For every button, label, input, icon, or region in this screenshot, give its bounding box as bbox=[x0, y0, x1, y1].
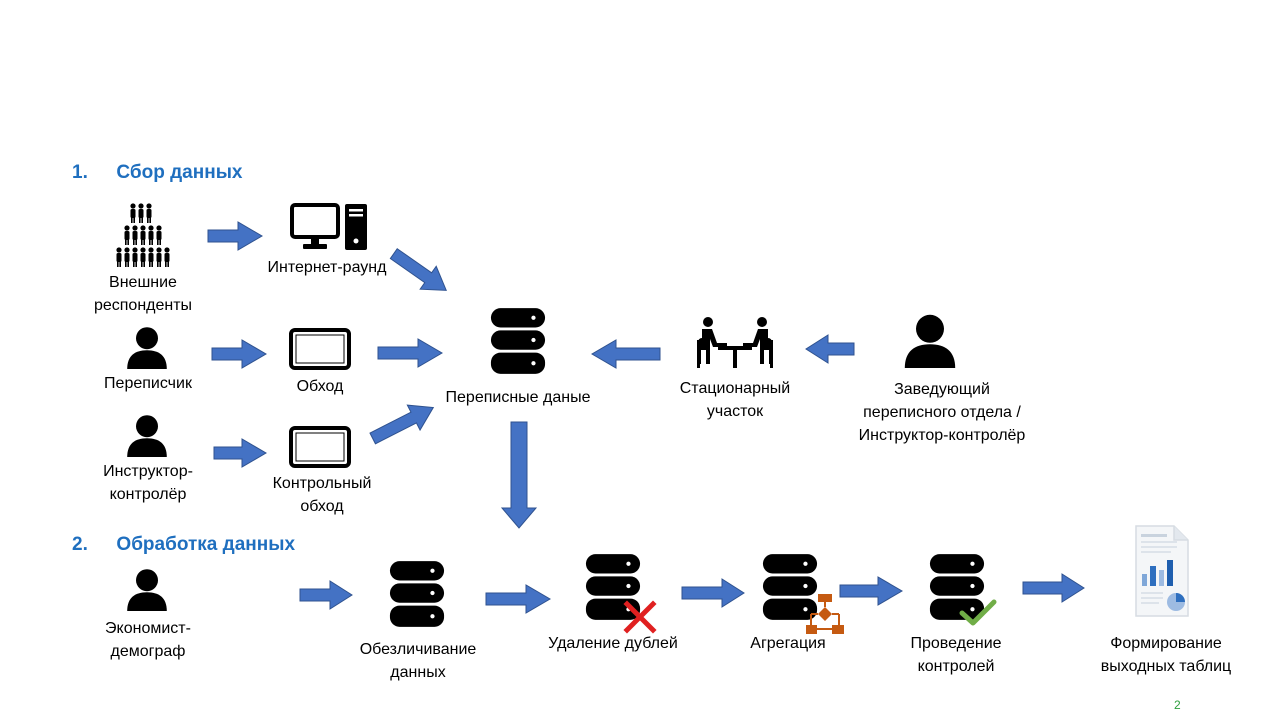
output-tables-line2: выходных таблиц bbox=[1100, 658, 1232, 675]
external-respondents-label: Внешние респонденты bbox=[78, 271, 208, 317]
meeting-table-icon bbox=[697, 317, 773, 368]
arrow-enumerator-to-walkthrough bbox=[211, 339, 267, 369]
cross-icon bbox=[623, 600, 657, 634]
section-1-number: 1. bbox=[72, 162, 88, 183]
section-2-title: 2. Обработка данных bbox=[72, 534, 295, 556]
crowd-icon bbox=[116, 203, 170, 267]
stationary-site-label: Стационарный участок bbox=[664, 377, 806, 423]
stationary-site-line2: участок bbox=[706, 403, 764, 420]
stationary-site-line1: Стационарный bbox=[679, 380, 791, 397]
dedup-label: Удаление дублей bbox=[548, 635, 678, 652]
page-number: 2 bbox=[1174, 698, 1181, 712]
department-head-line1: Заведующий bbox=[894, 381, 990, 398]
arrow-walkthrough-to-census bbox=[377, 338, 443, 368]
output-tables-label: Формирование выходных таблиц bbox=[1086, 632, 1246, 678]
arrow-head-to-stationary bbox=[805, 334, 855, 364]
output-tables-line1: Формирование bbox=[1110, 635, 1222, 652]
economist-line2: демограф bbox=[110, 643, 186, 660]
instructor-controller-line1: Инструктор- bbox=[103, 463, 193, 480]
department-head-line3: Инструктор-контролёр bbox=[858, 427, 1026, 444]
census-data-label: Переписные даные bbox=[445, 389, 591, 406]
walkthrough-label: Обход bbox=[296, 378, 344, 395]
checkmark-icon bbox=[959, 599, 997, 626]
instructor-controller-label: Инструктор- контролёр bbox=[78, 460, 218, 506]
arrow-control-to-census bbox=[369, 404, 435, 445]
section-2-text: Обработка данных bbox=[116, 534, 296, 555]
arrow-internet-to-census bbox=[389, 248, 447, 291]
external-respondents-line2: респонденты bbox=[93, 297, 193, 314]
arrow-dedup-to-aggregation bbox=[681, 578, 745, 608]
economist-label: Экономист- демограф bbox=[78, 617, 218, 663]
arrow-respondents-to-internet bbox=[207, 221, 263, 251]
enumerator-label: Переписчик bbox=[104, 375, 192, 392]
department-head-label: Заведующий переписного отдела / Инструкт… bbox=[834, 378, 1050, 447]
external-respondents-line1: Внешние bbox=[109, 274, 177, 291]
department-head-line2: переписного отдела / bbox=[863, 404, 1021, 421]
arrow-instructor-to-control bbox=[213, 438, 267, 468]
instructor-controller-line2: контролёр bbox=[109, 486, 187, 503]
aggregation-label: Агрегация bbox=[750, 635, 826, 652]
control-walkthrough-label: Контрольный обход bbox=[250, 472, 394, 518]
anonymization-line1: Обезличивание bbox=[359, 641, 477, 658]
section-1-title: 1. Сбор данных bbox=[72, 162, 243, 184]
controls-label: Проведение контролей bbox=[888, 632, 1024, 678]
section-1-text: Сбор данных bbox=[116, 162, 243, 183]
desktop-computer-icon bbox=[290, 203, 367, 250]
arrow-controls-to-output bbox=[1022, 573, 1085, 603]
controls-line2: контролей bbox=[917, 658, 995, 675]
anonymization-label: Обезличивание данных bbox=[338, 638, 498, 684]
anonymization-line2: данных bbox=[390, 664, 446, 681]
arrow-census-to-processing bbox=[500, 421, 538, 529]
arrow-stationary-to-census bbox=[591, 339, 661, 369]
section-2-number: 2. bbox=[72, 534, 88, 555]
economist-line1: Экономист- bbox=[105, 620, 191, 637]
internet-round-label: Интернет-раунд bbox=[267, 259, 387, 276]
arrow-economist-to-anonymization bbox=[299, 580, 353, 610]
controls-line1: Проведение bbox=[910, 635, 1002, 652]
report-document-icon bbox=[1135, 525, 1189, 617]
control-walkthrough-line2: обход bbox=[300, 498, 344, 515]
flowchart-icon bbox=[806, 594, 844, 634]
arrow-aggregation-to-controls bbox=[839, 576, 903, 606]
arrow-anonymization-to-dedup bbox=[485, 584, 551, 614]
control-walkthrough-line1: Контрольный bbox=[272, 475, 372, 492]
